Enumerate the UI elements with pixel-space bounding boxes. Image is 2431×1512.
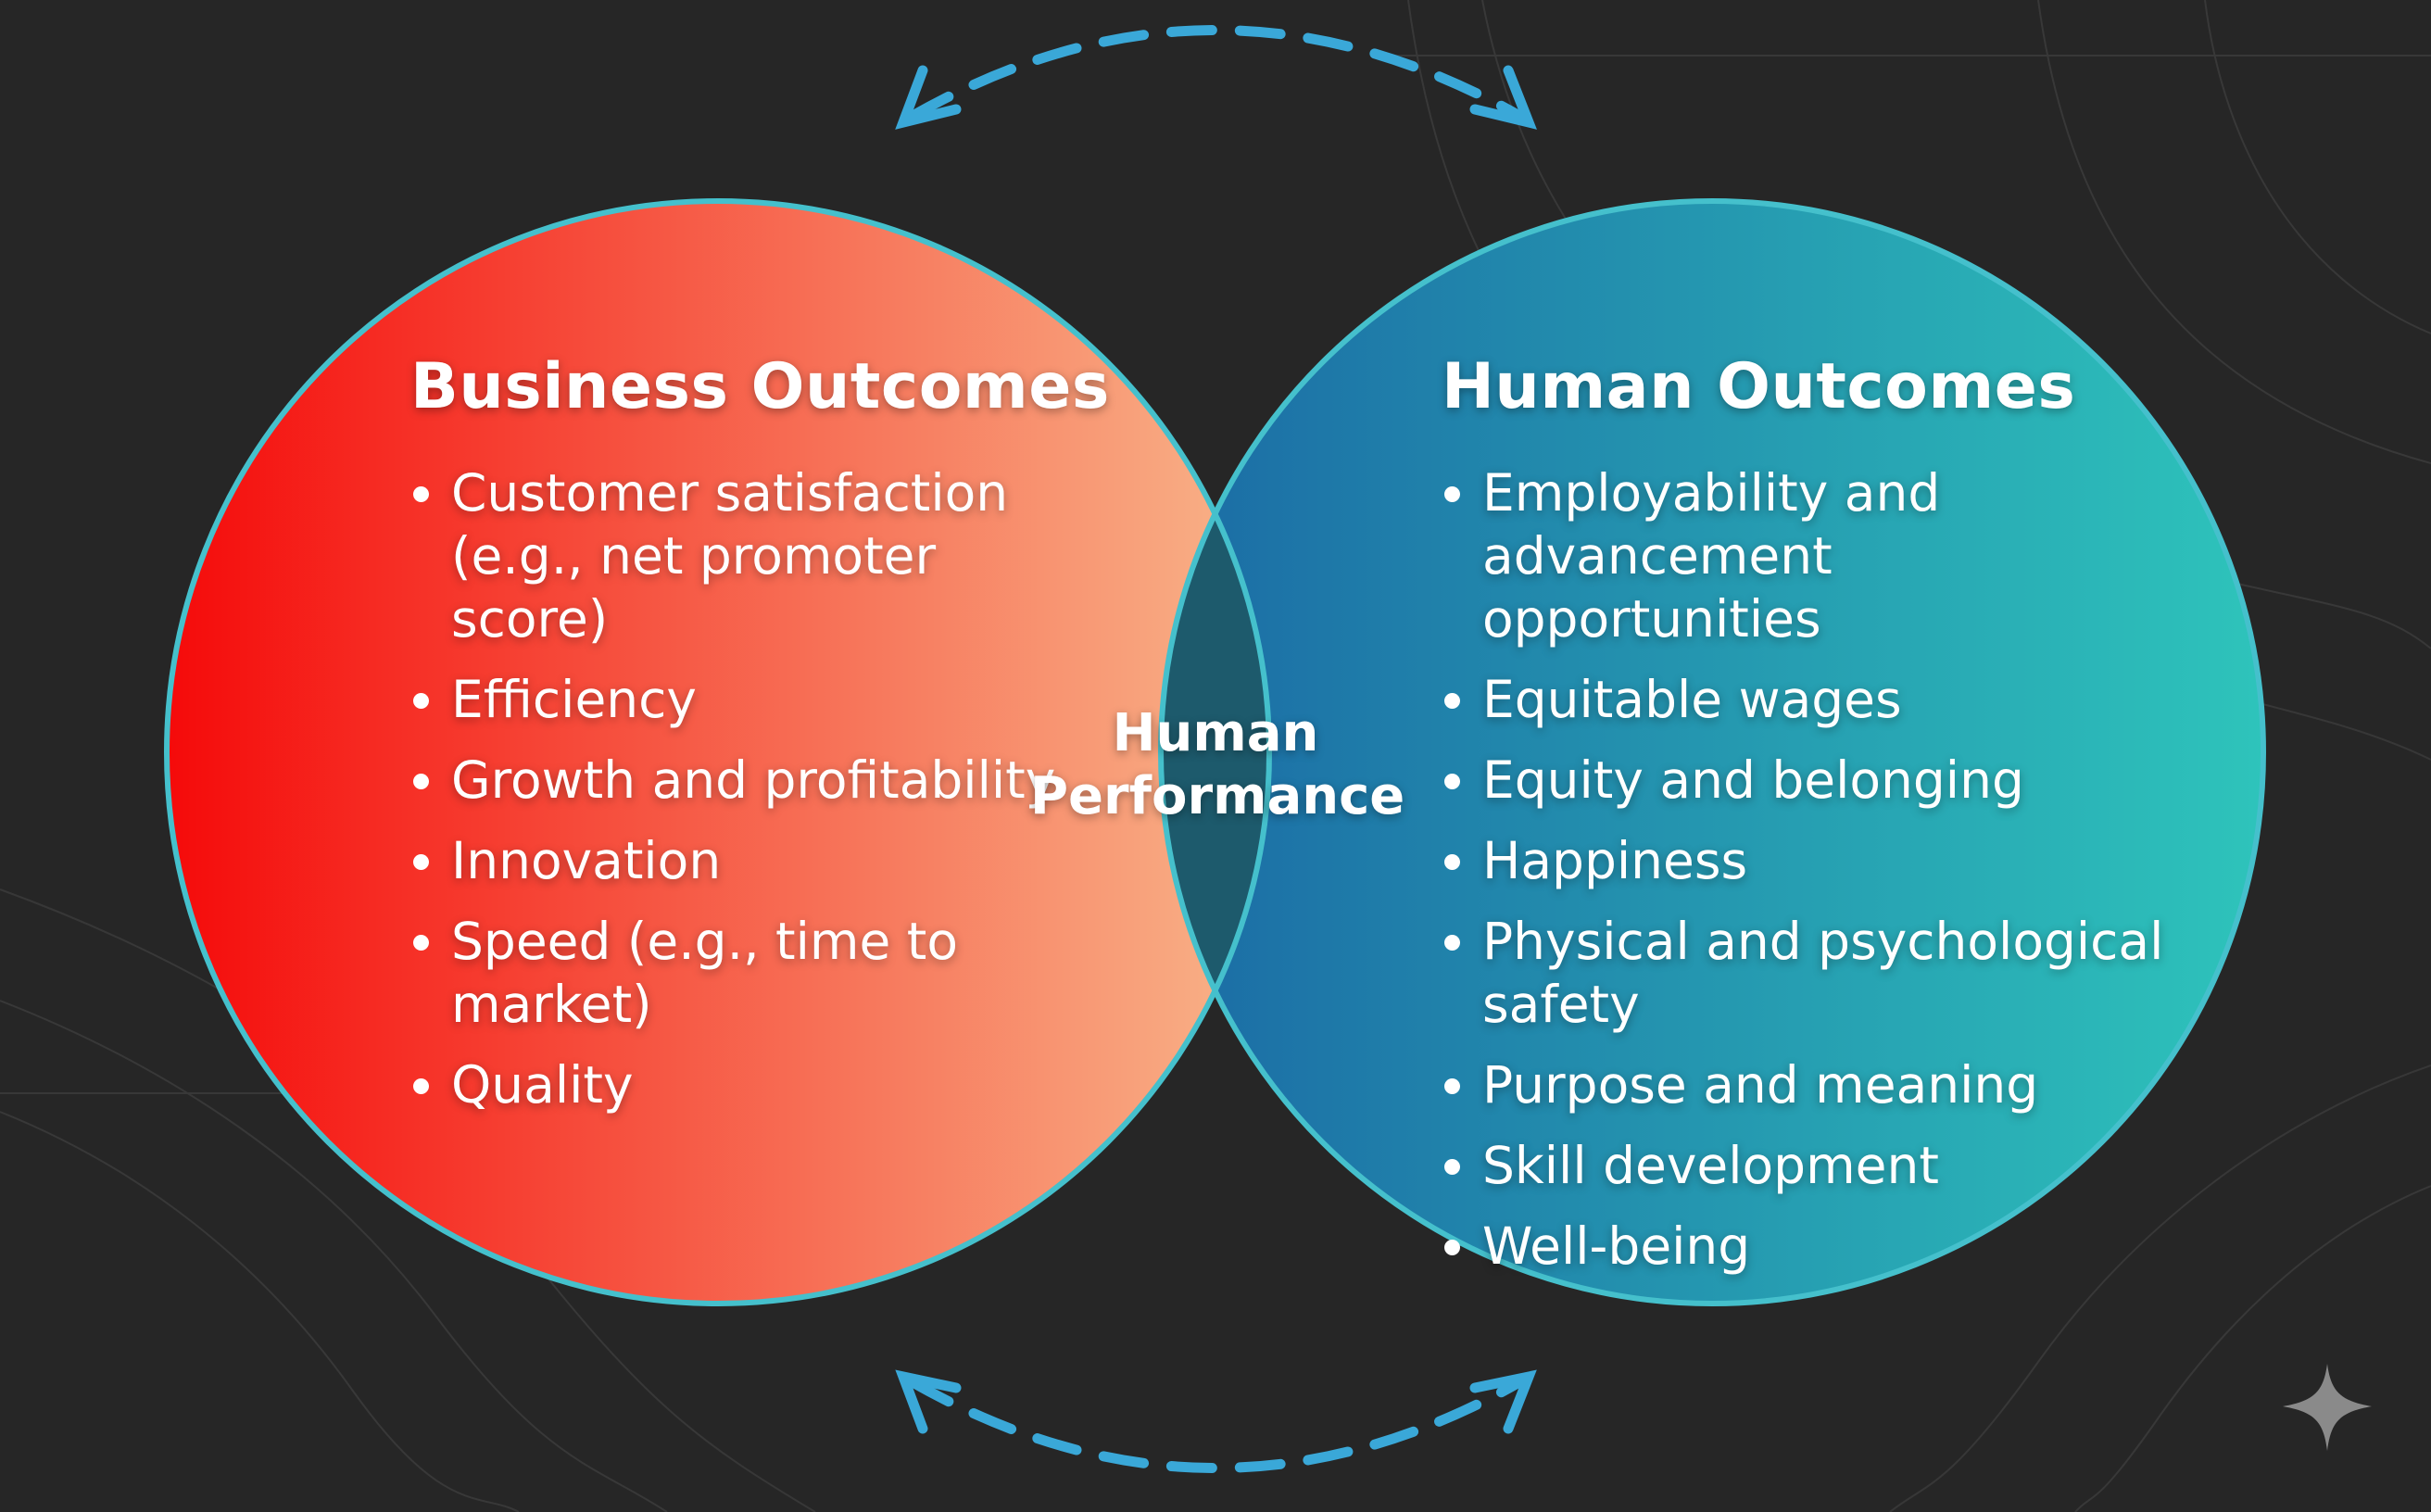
business-outcomes-circle (167, 201, 1269, 1304)
human-outcome-item: Skill development (1442, 1134, 2164, 1197)
human-outcome-item: Well-being (1442, 1215, 2164, 1278)
business-outcome-item: Growth and profitability (410, 749, 1077, 812)
business-outcomes-list: Customer satisfaction (e.g., net promote… (410, 461, 1077, 1134)
human-performance-line-1: Human (1112, 703, 1319, 763)
human-outcomes-circle (1161, 201, 2263, 1304)
business-outcome-item: Speed (e.g., time to market) (410, 910, 1077, 1036)
bottom-dashed-arrow-icon (895, 1369, 1537, 1473)
human-outcomes-outline (1158, 198, 2266, 1306)
business-outcomes-outline (164, 198, 1272, 1306)
business-outcome-item: Efficiency (410, 668, 1077, 731)
human-outcome-item: Happiness (1442, 829, 2164, 892)
human-outcome-item: Equitable wages (1442, 668, 2164, 731)
top-dashed-arrow-icon (895, 25, 1537, 130)
four-point-sparkle-icon (2283, 1364, 2372, 1451)
business-outcomes-heading: Business Outcomes (410, 350, 1110, 423)
human-outcome-item: Equity and belonging (1442, 749, 2164, 812)
human-outcome-item: Physical and psychological safety (1442, 910, 2164, 1036)
human-outcomes-list: Employability and advancement opportunit… (1442, 461, 2164, 1295)
human-performance-label: Human Performance (1030, 702, 1405, 828)
human-outcomes-heading: Human Outcomes (1442, 350, 2076, 423)
business-outcome-item: Quality (410, 1053, 1077, 1116)
human-performance-line-2: Performance (1030, 766, 1405, 826)
human-outcome-item: Employability and advancement opportunit… (1442, 461, 2164, 650)
business-outcome-item: Innovation (410, 829, 1077, 892)
business-outcome-item: Customer satisfaction (e.g., net promote… (410, 461, 1077, 650)
human-outcome-item: Purpose and meaning (1442, 1053, 2164, 1116)
